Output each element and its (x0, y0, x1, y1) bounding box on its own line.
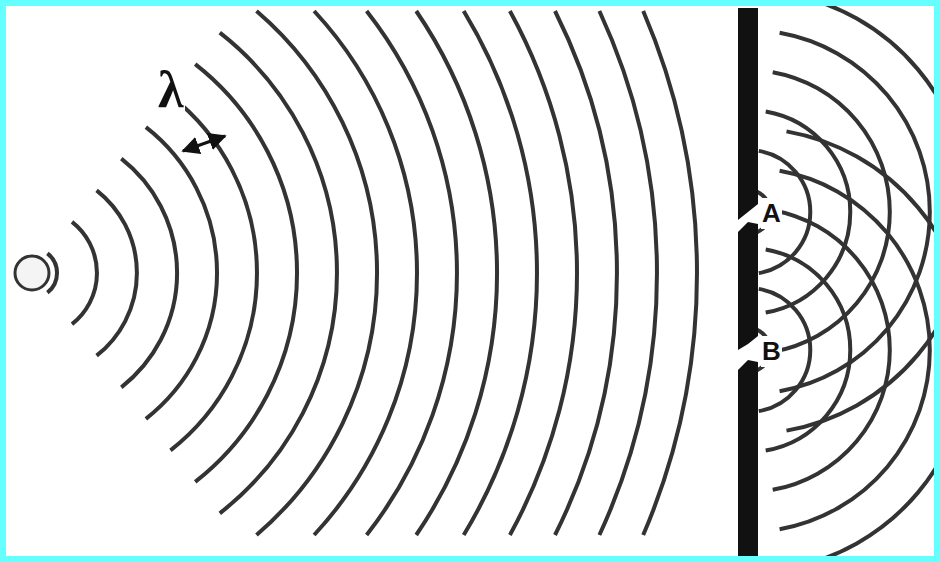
wavelength-label: λ (157, 60, 185, 119)
slit-label: B (761, 336, 782, 367)
wavelength-arrow (183, 136, 225, 151)
slit-label: A (761, 198, 782, 229)
diffracted-wavefronts (758, 6, 934, 556)
incident-wavefronts (47, 11, 697, 535)
wavefront-arc (367, 11, 457, 535)
slit-wave-arc (787, 131, 935, 556)
slit-wave-arc (780, 33, 930, 391)
wavefront-arc (464, 11, 537, 535)
slit-wave-arc (759, 289, 810, 411)
slit-barrier (738, 8, 758, 556)
wavefront-arc (314, 11, 417, 535)
wavefront-arc (146, 127, 217, 419)
slit-wave-arc (773, 72, 890, 352)
wavefront-arc (72, 222, 97, 324)
wavefront-arc (555, 11, 617, 535)
wavefront-arc (257, 11, 378, 535)
wavefront-arc (643, 11, 697, 535)
wavefront-arc (599, 11, 657, 535)
wavefront-arc (195, 64, 297, 482)
slit-wave-arc (780, 171, 930, 529)
wavefront-arc (510, 11, 577, 535)
wave-source (15, 256, 49, 290)
frame (3, 3, 937, 559)
slit-wave-arc (773, 210, 890, 490)
wavefront-arc (121, 159, 177, 388)
wavefront-arc (171, 96, 257, 451)
wavefront-arc (416, 11, 497, 535)
wavefront-arc (97, 190, 137, 355)
wavefront-arc (220, 33, 337, 514)
